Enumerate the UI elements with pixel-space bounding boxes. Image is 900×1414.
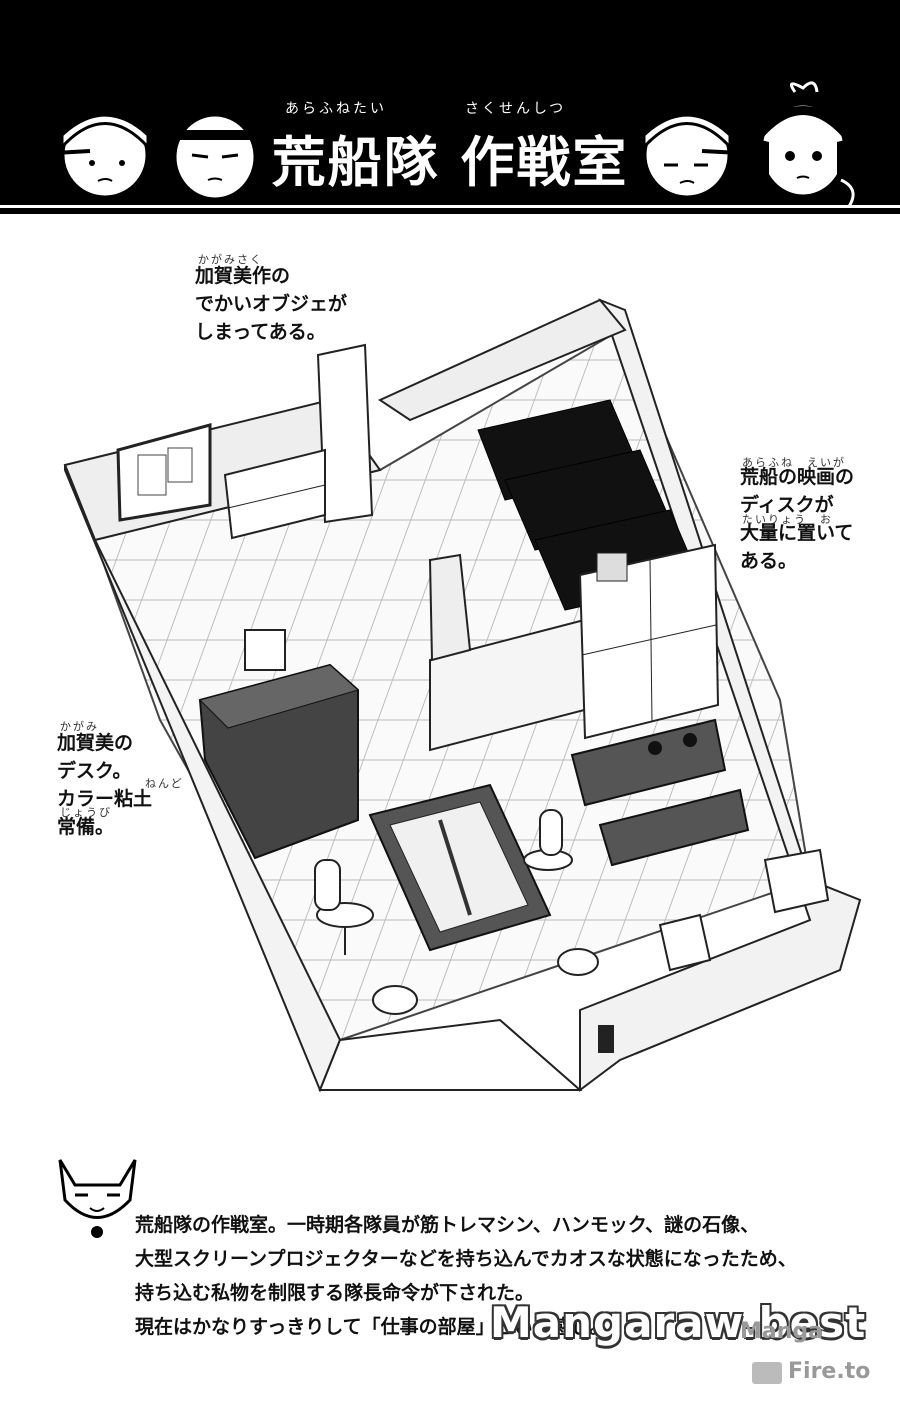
note-line: 加賀美の (57, 732, 134, 754)
note-line: 常備。 (57, 816, 115, 838)
note-kagami-desk: 加賀美の デスク。 カラー粘土 常備。 (57, 729, 152, 841)
note-desk-ruby: かがみ (60, 720, 99, 733)
note-kagami-object: 加賀美作の でかいオブジェが しまってある。 (195, 262, 347, 346)
site-watermark: Manga (740, 1320, 823, 1344)
caption-line: 現在はかなりすっきりして「仕事の部屋」という感じ。 (135, 1316, 609, 1338)
tall-cabinet-icon (316, 343, 374, 524)
note-line: 大量に置いて (740, 522, 854, 544)
note-line: カラー粘土 (57, 788, 153, 810)
office-chair-right-icon (523, 809, 573, 871)
title-ruby-right: さくせんしつ (465, 101, 567, 117)
glass-bookcase-icon (578, 543, 720, 740)
note-line: しまってある。 (195, 321, 326, 343)
stool-icon (372, 985, 418, 1015)
watermark-text: Mangaraw.best (490, 1298, 867, 1347)
note-line: 荒船の映画の (740, 466, 855, 488)
note-discs-ruby: あらふね えいが (742, 456, 846, 469)
character-face-cap-right-icon (642, 111, 741, 199)
caption-line: 荒船隊の作戦室。一時期各隊員が筋トレマシン、ハンモック、謎の石像、 (135, 1214, 760, 1236)
note-discs: 荒船の映画の ディスクが 大量に置いて ある。 (740, 463, 854, 575)
note-object-ruby: かがみさく (198, 253, 263, 266)
site-line: Fire.to (788, 1359, 871, 1384)
note-desk-ruby3: じょうび (60, 806, 112, 819)
note-line: デスク。 (57, 760, 132, 782)
site-line: Manga (740, 1319, 823, 1344)
character-face-cap-icon (54, 111, 150, 199)
header-banner: あらふねたい さくせんしつ 荒船隊 作戦室 (0, 0, 900, 213)
character-face-girl-icon (759, 81, 855, 213)
note-line: ある。 (740, 550, 798, 572)
bookshelf-icon (223, 448, 326, 540)
note-line: 加賀美作の (195, 265, 291, 287)
site-logo-icon (752, 1362, 782, 1384)
caption-line: 持ち込む私物を制限する隊長命令が下された。 (135, 1282, 535, 1304)
caption-text: 荒船隊の作戦室。一時期各隊員が筋トレマシン、ハンモック、謎の石像、 大型スクリー… (135, 1208, 835, 1344)
character-face-spiky-icon (170, 87, 265, 201)
note-desk-ruby2: ねんど (145, 777, 184, 790)
note-line: ディスクが (740, 494, 834, 516)
caption-line: 大型スクリーンプロジェクターなどを持ち込んでカオスな状態になったため、 (135, 1248, 797, 1270)
site-watermark-2: Fire.to (788, 1360, 870, 1384)
office-chair-icon (314, 859, 374, 955)
header-divider (0, 208, 900, 214)
page-title: 荒船隊 作戦室 (271, 131, 629, 194)
dumbbell-icon (648, 741, 662, 755)
title-ruby-left: あらふねたい (285, 101, 387, 117)
cat-mascot-icon (58, 1159, 137, 1238)
note-discs-ruby2: たいりょう お (742, 513, 833, 526)
note-line: でかいオブジェが (195, 293, 348, 315)
